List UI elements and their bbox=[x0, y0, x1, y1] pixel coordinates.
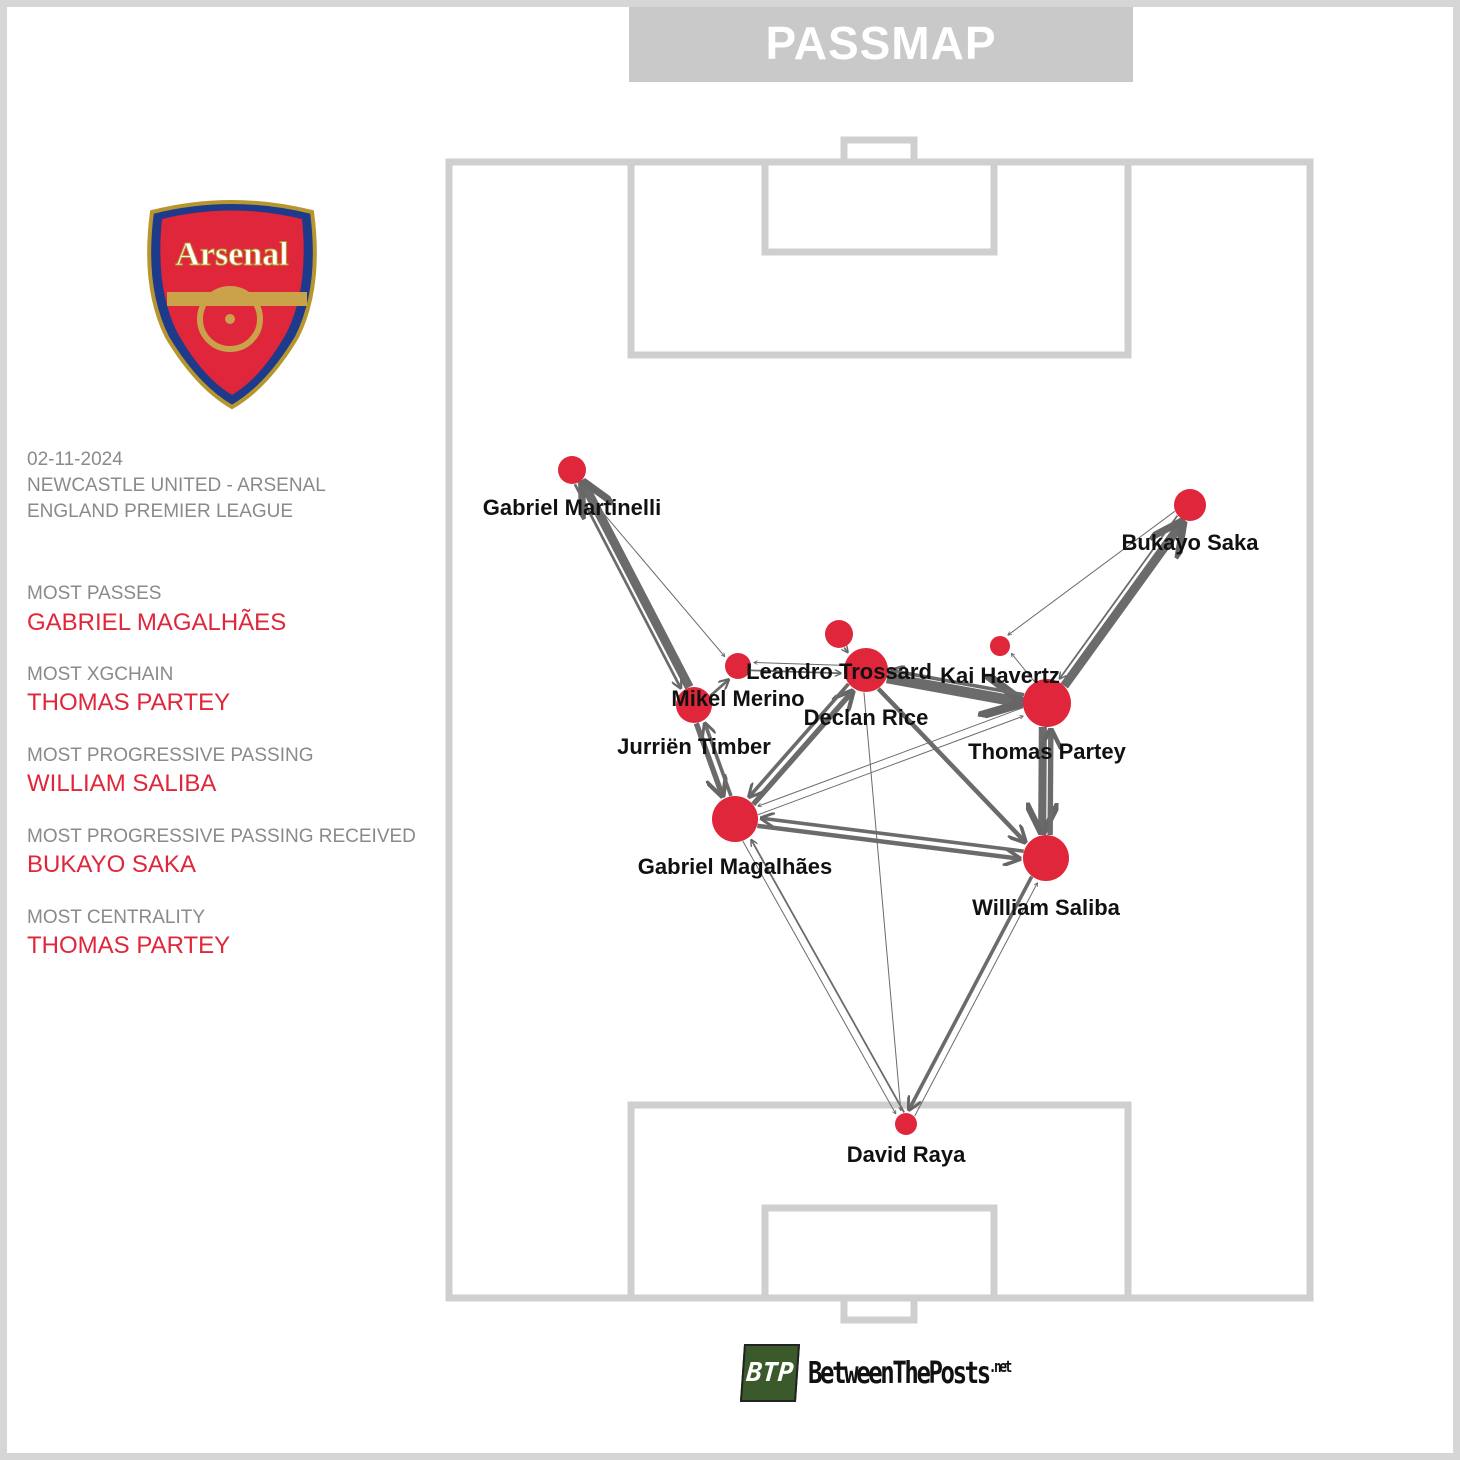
pass-arrow bbox=[914, 883, 1038, 1117]
player-node[interactable] bbox=[895, 1113, 917, 1135]
stat-label: MOST PROGRESSIVE PASSING RECEIVED bbox=[27, 826, 416, 847]
player-node[interactable] bbox=[1023, 835, 1069, 881]
player-label: William Saliba bbox=[972, 895, 1121, 920]
pass-arrow bbox=[758, 707, 1024, 807]
pass-arrow bbox=[876, 687, 1025, 842]
player-nodes bbox=[558, 456, 1206, 1135]
crest-text: Arsenal bbox=[175, 236, 288, 273]
stat-label: MOST PASSES bbox=[27, 583, 162, 604]
stat-value: BUKAYO SAKA bbox=[27, 851, 196, 878]
player-node[interactable] bbox=[712, 796, 758, 842]
pass-arrow bbox=[1050, 730, 1051, 836]
stat-value: THOMAS PARTEY bbox=[27, 689, 231, 716]
pass-arrow bbox=[1011, 653, 1036, 683]
brand-name: BetweenThePosts bbox=[808, 1355, 991, 1391]
pass-arrow bbox=[754, 663, 845, 666]
stat-value: THOMAS PARTEY bbox=[27, 932, 231, 959]
player-node[interactable] bbox=[1023, 679, 1071, 727]
match-competition: ENGLAND PREMIER LEAGUE bbox=[27, 501, 294, 522]
brand-suffix: .net bbox=[988, 1356, 1013, 1376]
pitch-lines bbox=[445, 136, 1314, 1324]
player-node[interactable] bbox=[844, 648, 888, 692]
player-label: Kai Havertz bbox=[940, 663, 1060, 688]
btp-badge: BTP bbox=[739, 1344, 801, 1402]
pass-arrow bbox=[742, 840, 896, 1114]
player-node[interactable] bbox=[990, 636, 1010, 656]
pass-arrow bbox=[844, 648, 848, 653]
player-node[interactable] bbox=[725, 653, 751, 679]
pass-arrow bbox=[583, 483, 694, 690]
stat-label: MOST CENTRALITY bbox=[27, 907, 206, 928]
match-fixture: NEWCASTLE UNITED - ARSENAL bbox=[27, 475, 326, 496]
pass-arrow bbox=[1008, 510, 1176, 635]
pass-arrow bbox=[577, 482, 725, 656]
pass-arrow bbox=[885, 672, 1020, 702]
player-node[interactable] bbox=[676, 687, 712, 723]
stat-label: MOST PROGRESSIVE PASSING bbox=[27, 745, 314, 766]
pass-arrow bbox=[1060, 515, 1179, 679]
pass-arrow bbox=[891, 671, 1025, 697]
pass-arrow bbox=[863, 692, 901, 1110]
player-node[interactable] bbox=[1174, 489, 1206, 521]
pass-arrow bbox=[750, 670, 841, 673]
pass-arrow bbox=[909, 875, 1034, 1109]
pass-arrow bbox=[751, 691, 852, 807]
pass-arrow bbox=[693, 722, 722, 796]
player-node[interactable] bbox=[558, 456, 586, 484]
pass-arrow bbox=[761, 818, 1024, 853]
player-label: Gabriel Martinelli bbox=[483, 495, 662, 520]
player-label: Thomas Partey bbox=[968, 739, 1126, 764]
player-label: Gabriel Magalhães bbox=[638, 854, 832, 879]
player-label: Leandro Trossard bbox=[746, 659, 932, 684]
pass-arrow bbox=[749, 682, 850, 797]
pass-arrow bbox=[757, 823, 1019, 859]
arsenal-crest: Arsenal bbox=[147, 200, 317, 410]
player-label: Jurriën Timber bbox=[617, 734, 771, 759]
pass-arrow bbox=[751, 840, 905, 1113]
player-label: Bukayo Saka bbox=[1122, 530, 1260, 555]
stat-value: WILLIAM SALIBA bbox=[27, 770, 217, 797]
page-title: PASSMAP bbox=[629, 7, 1133, 82]
pass-arrow bbox=[1060, 523, 1182, 689]
player-node[interactable] bbox=[825, 620, 853, 648]
player-label: Mikel Merino bbox=[671, 686, 804, 711]
pass-arrow bbox=[757, 716, 1023, 816]
player-label: David Raya bbox=[847, 1142, 966, 1167]
match-date: 02-11-2024 bbox=[27, 449, 123, 470]
pass-arrow bbox=[573, 483, 681, 688]
player-label: Declan Rice bbox=[804, 705, 929, 730]
betweentheposts-logo: BTP BetweenThePosts.net bbox=[739, 1344, 1060, 1402]
stat-value: GABRIEL MAGALHÃES bbox=[27, 609, 287, 636]
stat-label: MOST XGCHAIN bbox=[27, 664, 174, 685]
pass-arrow bbox=[709, 680, 729, 698]
pass-edges bbox=[573, 482, 1182, 1117]
pass-arrow bbox=[705, 723, 733, 797]
